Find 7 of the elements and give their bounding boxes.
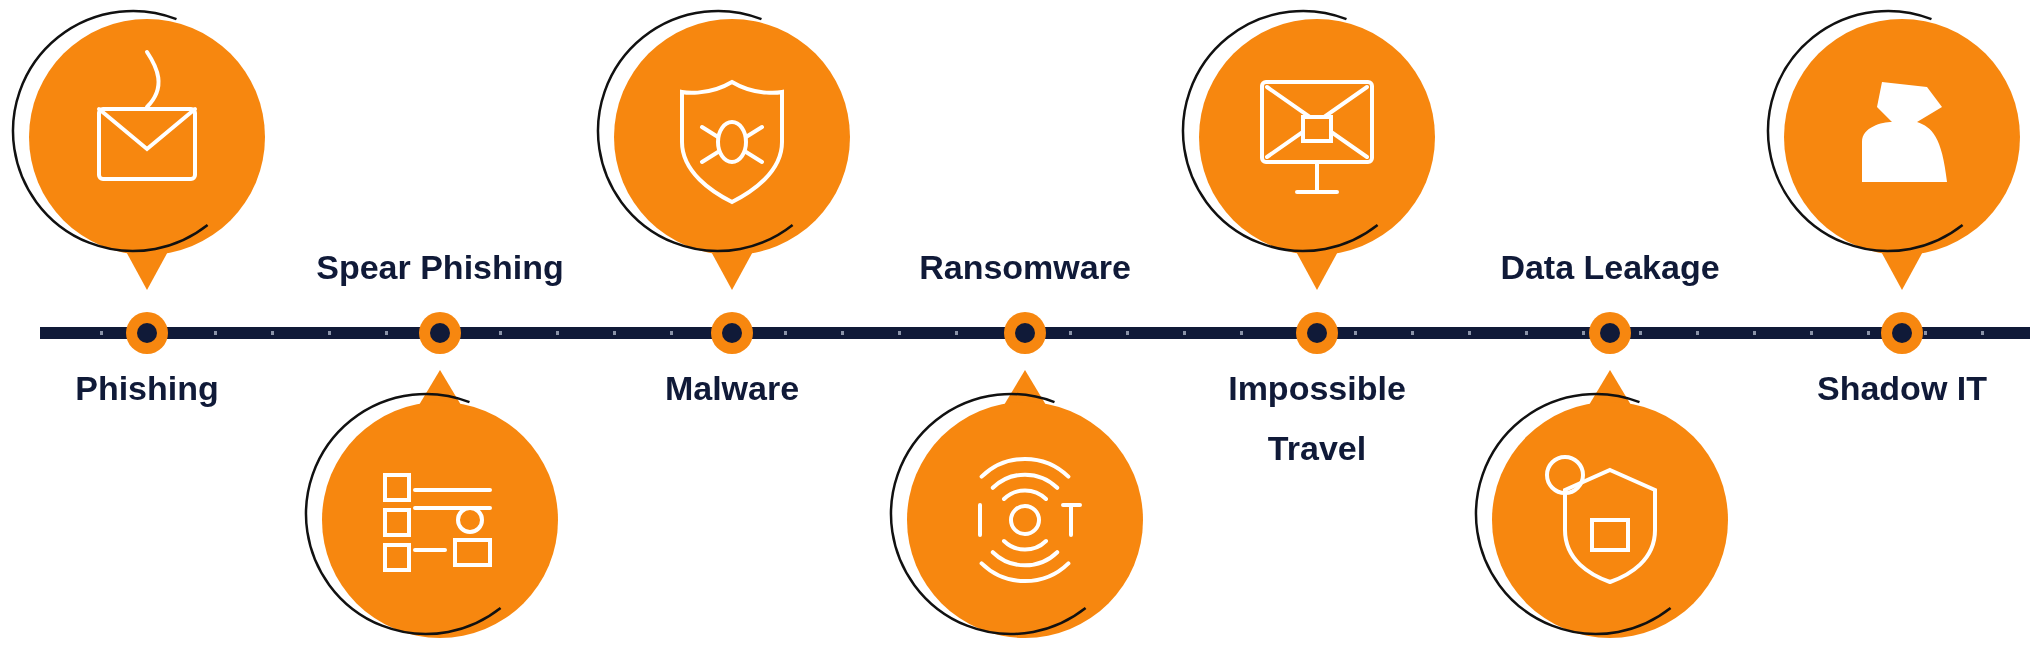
topic-label: Impossible Travel: [1227, 368, 1407, 469]
topic-label: Data Leakage: [1500, 247, 1720, 288]
topic-label: Malware: [664, 368, 800, 409]
topic-label: Spear Phishing: [316, 247, 564, 288]
topic-label: Shadow IT: [1817, 368, 1987, 409]
topic-label: Ransomware: [919, 247, 1131, 288]
topic-label: Phishing: [75, 368, 219, 409]
